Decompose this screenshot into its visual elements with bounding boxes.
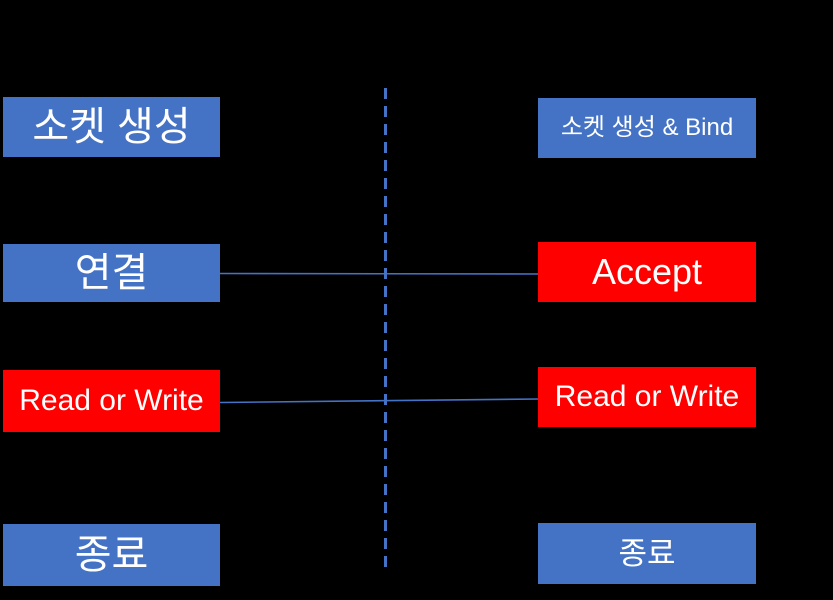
server-step-close: 종료	[538, 523, 756, 584]
client-step-read-or-write: Read or Write	[3, 370, 220, 432]
server-step-read-or-write: Read or Write	[538, 367, 756, 427]
client-step-connect: 연결	[3, 244, 220, 302]
server-step-socket-create-bind: 소켓 생성 & Bind	[538, 98, 756, 158]
server-step-accept: Accept	[538, 242, 756, 302]
connection-line-read-write	[219, 398, 540, 404]
client-step-socket-create: 소켓 생성	[3, 97, 220, 157]
client-step-close: 종료	[3, 524, 220, 586]
connection-line-connect-accept	[219, 272, 539, 275]
